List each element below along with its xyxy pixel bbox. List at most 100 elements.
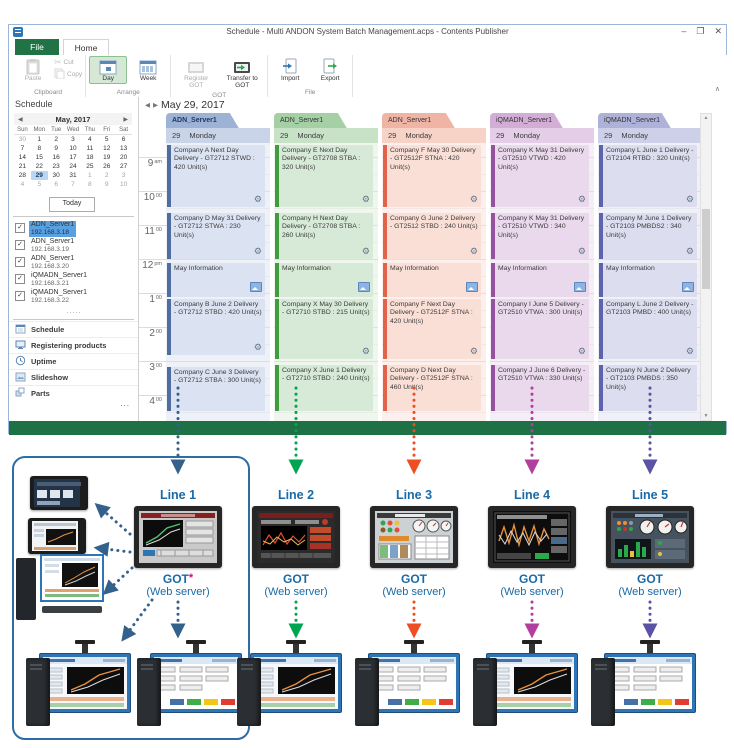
schedule-event[interactable]: Company F Next Day Delivery - GT2512F ST… [383, 299, 481, 359]
calendar-day[interactable]: 15 [35, 154, 43, 161]
calendar-day[interactable]: 4 [88, 136, 92, 143]
date-prev-icon[interactable]: ◀ [145, 102, 150, 109]
calendar-day[interactable]: 5 [37, 181, 42, 188]
week-button[interactable]: Week [129, 56, 167, 84]
server-checkbox[interactable]: ✓ [15, 223, 25, 233]
calendar-day-selected[interactable]: 29 [30, 171, 48, 180]
schedule-event[interactable]: Company X June 1 Delivery - GT2710 STBD … [275, 365, 373, 411]
event-image-icon[interactable] [466, 281, 478, 295]
server-checkbox[interactable]: ✓ [15, 291, 25, 301]
calendar-day[interactable]: 26 [103, 163, 111, 170]
calendar-day[interactable]: 12 [103, 145, 111, 152]
paste-button[interactable]: Paste [14, 56, 52, 84]
cut-button[interactable]: ✂Cut [54, 57, 82, 68]
schedule-event[interactable]: May Information [491, 263, 589, 297]
copy-button[interactable]: Copy [54, 68, 82, 80]
schedule-event[interactable]: Company A Next Day Delivery - GT2712 STW… [167, 145, 265, 207]
scrollbar-thumb[interactable] [702, 209, 710, 289]
schedule-event[interactable]: May Information [599, 263, 697, 297]
column-body[interactable]: Company K May 31 Delivery - GT2510 VTWD … [490, 143, 594, 421]
schedule-event[interactable]: Company M June 1 Delivery - GT2103 PMBDS… [599, 213, 697, 259]
event-settings-gear-icon[interactable]: ⚙ [253, 193, 262, 204]
calendar-day[interactable]: 18 [86, 154, 94, 161]
calendar-day[interactable]: 5 [104, 136, 109, 143]
calendar-day[interactable]: 16 [52, 154, 60, 161]
calendar-day[interactable]: 20 [119, 154, 128, 161]
calendar-day[interactable]: 3 [71, 136, 75, 143]
calendar-day[interactable]: 9 [104, 181, 109, 188]
event-settings-gear-icon[interactable]: ⚙ [361, 345, 370, 356]
schedule-event[interactable]: Company K May 31 Delivery - GT2510 VTWD … [491, 213, 589, 259]
today-button[interactable]: Today [49, 197, 95, 212]
event-image-icon[interactable] [574, 281, 586, 295]
event-settings-gear-icon[interactable]: ⚙ [469, 193, 478, 204]
calendar-day[interactable]: 1 [88, 172, 92, 179]
calendar-day[interactable]: 7 [20, 145, 25, 152]
server-checkbox[interactable]: ✓ [15, 257, 25, 267]
schedule-event[interactable]: Company N June 2 Delivery - GT2103 PMBDS… [599, 365, 697, 411]
calendar-day[interactable]: 28 [18, 172, 27, 179]
transfer-to-got-button[interactable]: Transfer to GOT [220, 56, 264, 91]
calendar-day[interactable]: 21 [18, 163, 27, 170]
schedule-event[interactable]: Company C June 3 Delivery - GT2712 STBA … [167, 367, 265, 411]
event-image-icon[interactable] [682, 281, 694, 295]
calendar-day[interactable]: 27 [119, 163, 128, 170]
schedule-event[interactable]: Company J June 6 Delivery - GT2510 VTWA … [491, 365, 589, 411]
sidebar-item-schedule[interactable]: Schedule [9, 321, 138, 337]
scroll-up-icon[interactable]: ▲ [703, 115, 709, 121]
column-server-tab[interactable]: iQMADN_Server1 [598, 113, 671, 128]
register-got-button[interactable]: Register GOT [174, 56, 218, 91]
event-settings-gear-icon[interactable]: ⚙ [361, 193, 370, 204]
event-settings-gear-icon[interactable]: ⚙ [577, 193, 586, 204]
calendar-day[interactable]: 30 [18, 136, 27, 143]
column-server-tab[interactable]: ADN_Server1 [274, 113, 347, 128]
vertical-scrollbar[interactable]: ▲ ▼ [700, 113, 712, 421]
event-image-icon[interactable] [250, 281, 262, 295]
minimize-button[interactable]: – [681, 26, 687, 36]
column-body[interactable]: Company L June 1 Delivery - GT2104 RTBD … [598, 143, 702, 421]
schedule-event[interactable]: Company L June 1 Delivery - GT2104 RTBD … [599, 145, 697, 207]
column-body[interactable]: Company F May 30 Delivery - GT2512F STNA… [382, 143, 486, 421]
calendar-day[interactable]: 11 [86, 145, 94, 152]
calendar-day[interactable]: 24 [69, 163, 77, 170]
sidebar-item-parts[interactable]: Parts [9, 385, 138, 401]
calendar-day[interactable]: 14 [18, 154, 27, 161]
date-next-icon[interactable]: ▶ [153, 102, 158, 109]
schedule-event[interactable]: Company D May 31 Delivery - GT2712 STWA … [167, 213, 265, 259]
event-image-icon[interactable] [358, 281, 370, 295]
calendar-next-icon[interactable]: ▶ [123, 116, 128, 123]
calendar-day[interactable]: 6 [54, 181, 58, 188]
schedule-event[interactable]: Company H Next Day Delivery - GT2708 STB… [275, 213, 373, 259]
export-button[interactable]: Export [311, 56, 349, 84]
schedule-event[interactable]: Company L June 2 Delivery - GT2103 PMBD … [599, 299, 697, 359]
calendar-day[interactable]: 17 [69, 154, 77, 161]
server-checkbox[interactable]: ✓ [15, 274, 25, 284]
column-server-tab[interactable]: ADN_Server1 [166, 113, 239, 128]
schedule-event[interactable]: Company I June 5 Delivery - GT2510 VTWA … [491, 299, 589, 359]
event-settings-gear-icon[interactable]: ⚙ [253, 341, 262, 352]
tab-home[interactable]: Home [63, 39, 109, 55]
calendar-day[interactable]: 4 [20, 181, 25, 188]
calendar-day[interactable]: 19 [103, 154, 111, 161]
tab-file[interactable]: File [15, 39, 59, 55]
schedule-event[interactable]: Company F May 30 Delivery - GT2512F STNA… [383, 145, 481, 207]
schedule-event[interactable]: May Information [167, 263, 265, 297]
calendar-day[interactable]: 1 [37, 136, 42, 143]
maximize-button[interactable]: ❐ [696, 26, 705, 36]
calendar-day[interactable]: 3 [121, 172, 126, 179]
schedule-event[interactable]: Company B June 2 Delivery - GT2712 STBD … [167, 299, 265, 355]
calendar-day[interactable]: 8 [37, 145, 42, 152]
event-settings-gear-icon[interactable]: ⚙ [253, 245, 262, 256]
event-settings-gear-icon[interactable]: ⚙ [577, 345, 586, 356]
event-settings-gear-icon[interactable]: ⚙ [361, 245, 370, 256]
schedule-event[interactable]: May Information [275, 263, 373, 297]
schedule-event[interactable]: Company G June 2 Delivery - GT2512 STBD … [383, 213, 481, 259]
close-button[interactable]: ✕ [714, 26, 722, 36]
calendar-day[interactable]: 25 [86, 163, 94, 170]
import-button[interactable]: Import [271, 56, 309, 84]
